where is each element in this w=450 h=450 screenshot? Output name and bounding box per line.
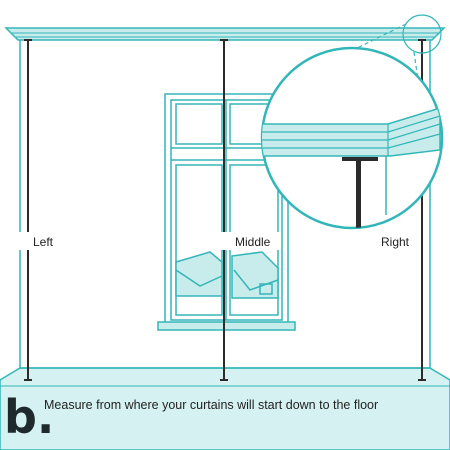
caption: Measure from where your curtains will st…	[44, 398, 379, 412]
label-middle: Middle	[235, 235, 271, 249]
step-letter: b.	[4, 390, 55, 444]
label-left: Left	[33, 235, 54, 249]
window-sill	[157, 321, 296, 331]
small-focus-circle	[402, 14, 442, 54]
magnifier-circle-icon	[260, 46, 444, 230]
label-right: Right	[381, 235, 410, 249]
